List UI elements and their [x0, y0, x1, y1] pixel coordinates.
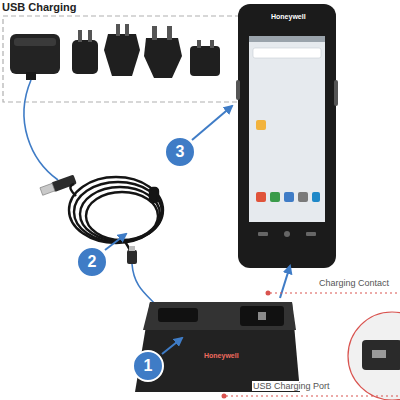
micro-usb-plug — [127, 246, 137, 264]
pointer-dot — [266, 291, 271, 296]
callout-number: 2 — [88, 254, 97, 270]
callout-arrow — [105, 234, 126, 250]
callout-circle: 2 — [76, 246, 108, 278]
callout-number: 1 — [144, 358, 153, 374]
diagram-title: USB Charging — [2, 1, 77, 14]
pointer-dot — [222, 394, 227, 399]
part-label: Charging Contact — [318, 278, 390, 288]
mobile-computer — [236, 4, 338, 268]
callout-circle: 3 — [164, 136, 196, 168]
cable-line — [24, 80, 58, 180]
callout-arrow — [192, 106, 232, 140]
pointer-line — [270, 293, 400, 294]
callout-number: 3 — [176, 144, 185, 160]
power-adapter — [10, 34, 60, 80]
zoom-detail — [348, 312, 400, 400]
brand-logo: Honeywell — [270, 13, 307, 21]
callout-circle: 1 — [132, 350, 164, 382]
brand-logo: Honeywell — [203, 352, 240, 360]
plug-heads — [72, 24, 220, 78]
usb-cable-coil — [69, 177, 163, 254]
part-label: USB Charging Port — [252, 381, 331, 391]
charging-cradle — [135, 302, 300, 392]
accessory-frame — [3, 16, 249, 102]
pointer-line — [226, 396, 400, 397]
usb-plug — [40, 175, 77, 197]
callout-arrow — [162, 338, 182, 354]
